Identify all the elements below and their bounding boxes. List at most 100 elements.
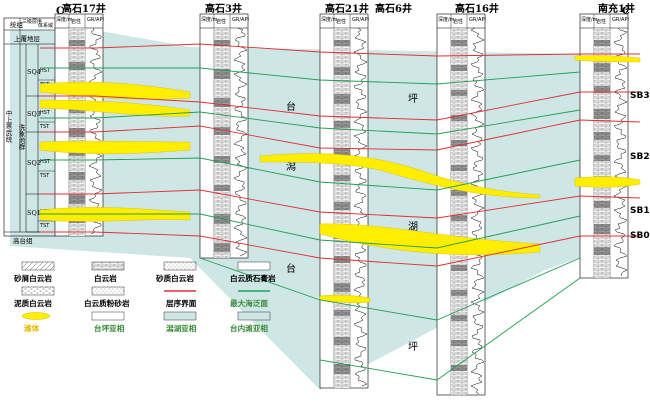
legend-label: 白云质石膏岩 xyxy=(230,273,276,283)
lithology-header: 岩性 xyxy=(596,18,606,25)
well-title: 南充1井 xyxy=(598,2,635,15)
legend-item: 层序界面 xyxy=(164,290,197,308)
correlation-line xyxy=(40,231,640,267)
legend-label: 泥质白云岩 xyxy=(14,298,52,308)
gr-header: GR/API xyxy=(232,17,249,23)
legend-label: 台坪亚相 xyxy=(94,323,125,333)
tract-label: TST xyxy=(39,223,50,229)
gr-header: GR/API xyxy=(352,17,369,23)
legend-item: 最大海泛面 xyxy=(230,290,270,308)
legend-item: 台坪亚相 xyxy=(91,311,125,333)
correlation-line xyxy=(40,43,640,57)
sequence-boundary-label: SB3 xyxy=(630,91,650,101)
tract-label: HST xyxy=(40,68,51,74)
sequence-label: SQ2 xyxy=(27,159,41,167)
intra-platform-shoal-swatch xyxy=(237,311,271,321)
legend-item: 白云质粉砂岩 xyxy=(84,286,130,308)
well-column: 深度/m岩性 GR/API xyxy=(436,13,486,396)
facies-label: 潟 xyxy=(286,160,296,173)
sequence-boundary-label: SB2 xyxy=(630,152,650,162)
dolomite-pattern xyxy=(91,261,125,271)
legend-item: 砂质白云岩 xyxy=(156,261,197,283)
well-title: 高石21井 xyxy=(325,2,369,15)
legend-label: 层序界面 xyxy=(166,298,197,308)
facies-label: 坪 xyxy=(408,340,418,353)
formation-name: 中上寒武统 xyxy=(4,109,12,144)
legend-label: 白云岩 xyxy=(94,273,117,283)
facies-label: 坪 xyxy=(408,92,418,105)
depth-header: 深度/m xyxy=(56,16,73,23)
well-title: 高石16井 xyxy=(455,2,499,15)
group-name: 洗象池群 xyxy=(17,123,25,152)
tract-label: HST xyxy=(40,159,51,165)
well-column: 深度/m岩性 GR/API xyxy=(199,13,249,259)
legend-label: 砂屑白云岩 xyxy=(14,273,52,283)
correlation-line xyxy=(40,109,581,135)
legend-label: 台内滩亚相 xyxy=(230,323,268,333)
correlation-line xyxy=(40,67,581,85)
facies-label: 湖 xyxy=(408,221,418,233)
legend-item: 泥质白云岩 xyxy=(14,286,55,308)
sand-dolomite-pattern xyxy=(163,261,197,271)
tract-label: TST xyxy=(39,124,50,130)
gr-header: GR/API xyxy=(469,17,486,23)
tract-label: HST xyxy=(40,110,51,116)
legend-label: 滩体 xyxy=(24,323,40,333)
well-title: 高石17井 xyxy=(62,2,106,15)
depth-header: 深度/m xyxy=(438,16,455,23)
legend-item: 潟湖亚相 xyxy=(163,311,197,333)
hdr-tract: 体系域 xyxy=(38,22,53,29)
depth-header: 深度/m xyxy=(581,16,598,23)
section-end-label: C' xyxy=(622,6,633,17)
correlation-line xyxy=(199,257,581,321)
gr-header: GR/API xyxy=(612,17,629,23)
depth-header: 深度/m xyxy=(201,16,218,23)
correlation-line xyxy=(40,91,640,121)
well-title: 高石6井 xyxy=(375,2,412,15)
sequence-label: SQ4 xyxy=(27,68,41,76)
well-title: 高石3井 xyxy=(205,2,242,15)
correlation-line xyxy=(319,277,581,381)
facies-label: 台 xyxy=(286,262,296,275)
upper-strata: 上覆地层 xyxy=(14,34,41,43)
lithology-header: 岩性 xyxy=(336,18,346,25)
legend-label: 白云质粉砂岩 xyxy=(84,298,130,308)
shoal-bodies xyxy=(39,55,641,304)
argillaceous-dolomite-pattern xyxy=(21,286,55,296)
platform-flat-swatch xyxy=(91,311,125,321)
sequence-boundary-label: SB1 xyxy=(630,206,650,216)
section-start-label: C xyxy=(56,6,64,17)
gr-header: GR/API xyxy=(87,17,104,23)
legend-label: 潟湖亚相 xyxy=(165,323,197,333)
lagoon-swatch xyxy=(163,311,197,321)
sandy-dolomite-pattern xyxy=(21,261,55,271)
siltstone-pattern xyxy=(91,286,125,296)
sequence-label: SQ1 xyxy=(27,209,41,217)
lower-formation: 高台组 xyxy=(13,236,33,245)
lithology-header: 岩性 xyxy=(71,18,81,25)
gypsum-pattern xyxy=(237,261,271,271)
correlation-line xyxy=(40,119,641,151)
facies-label: 台 xyxy=(286,100,296,113)
sequence-label: SQ3 xyxy=(27,110,41,118)
legend-label: 最大海泛面 xyxy=(230,298,268,308)
hdr-sequence: 三级层序 xyxy=(22,18,42,25)
lithology-header: 岩性 xyxy=(453,18,463,25)
well-column: 深度/m岩性 GR/API xyxy=(319,13,369,389)
tract-label: TST xyxy=(39,173,50,179)
legend-item: 白云质石膏岩 xyxy=(230,261,276,283)
hdr-formation: 统组 xyxy=(10,20,24,29)
lithology-header: 岩性 xyxy=(216,18,226,25)
legend-label: 砂质白云岩 xyxy=(156,273,194,283)
legend-item: 台内滩亚相 xyxy=(230,311,271,333)
well-column: 深度/m岩性 GR/API xyxy=(54,13,104,237)
shoal-body-swatch xyxy=(21,312,51,320)
correlation-line xyxy=(40,157,581,191)
depth-header: 深度/m xyxy=(321,16,338,23)
legend-item: 砂屑白云岩 xyxy=(14,261,55,283)
correlation-line xyxy=(40,189,641,219)
legend-item: 白云岩 xyxy=(91,261,125,283)
